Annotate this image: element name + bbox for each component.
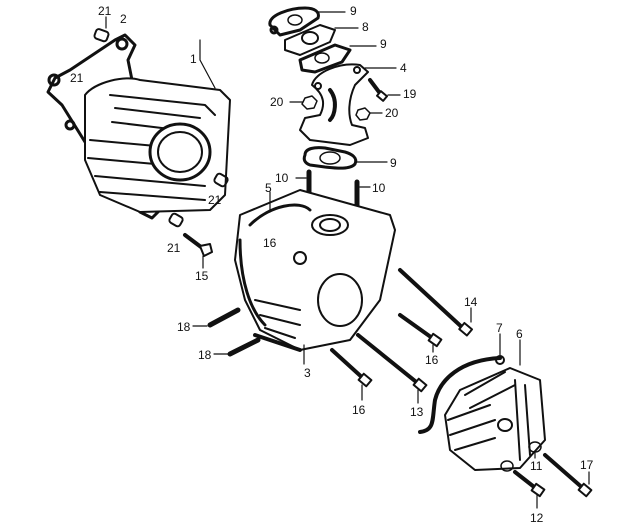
callout-21: 21 — [167, 241, 181, 255]
head-cover-part-6 — [444, 339, 546, 471]
callout-14: 14 — [464, 295, 478, 309]
callout-20: 20 — [385, 106, 399, 120]
intake-manifold-part-4 — [299, 63, 397, 146]
callout-9: 9 — [390, 156, 397, 170]
callout-6: 6 — [516, 327, 523, 341]
callout-2: 2 — [120, 12, 127, 26]
callout-18: 18 — [177, 320, 191, 334]
dowel-pin-part-21-top — [93, 16, 110, 43]
bolt-part-14 — [398, 268, 474, 337]
callout-9: 9 — [350, 4, 357, 18]
bolt-part-17 — [543, 453, 593, 498]
stud-part-18-upper — [192, 307, 241, 328]
bolt-part-12 — [513, 470, 546, 509]
washer-part-11-lower — [500, 460, 514, 472]
callout-18: 18 — [198, 348, 212, 362]
washer-part-11 — [528, 441, 542, 459]
callout-3: 3 — [304, 366, 311, 380]
callout-11: 11 — [530, 459, 543, 473]
bolt-part-16-upper — [398, 313, 443, 353]
callout-9: 9 — [380, 37, 387, 51]
callout-16: 16 — [263, 236, 277, 250]
dowel-pin-part-21-right — [213, 172, 229, 188]
callout-21: 21 — [98, 4, 112, 18]
callout-5: 5 — [265, 181, 272, 195]
callout-10: 10 — [372, 181, 386, 195]
callout-8: 8 — [362, 20, 369, 34]
callout-10: 10 — [275, 171, 289, 185]
callout-16: 16 — [425, 353, 439, 367]
stud-part-18-lower — [213, 337, 261, 357]
callout-21: 21 — [70, 71, 84, 85]
bolt-part-13 — [356, 333, 428, 404]
nut-part-20-left — [289, 95, 318, 110]
nut-part-20-right — [355, 107, 383, 121]
intake-gasket-part-9-lower — [302, 146, 388, 170]
callout-16: 16 — [352, 403, 366, 417]
callout-7: 7 — [496, 321, 503, 335]
cylinder-part-1 — [84, 39, 231, 213]
callout-1: 1 — [190, 52, 197, 66]
callout-13: 13 — [410, 405, 424, 419]
callout-17: 17 — [580, 458, 594, 472]
callout-12: 12 — [530, 511, 544, 525]
bolt-part-15 — [183, 233, 213, 269]
callout-15: 15 — [195, 269, 209, 283]
callout-19: 19 — [403, 87, 417, 101]
intake-gasket-part-9-middle — [298, 43, 377, 74]
bolt-part-16-lower — [330, 348, 373, 401]
intake-gasket-part-9-top — [268, 6, 346, 37]
callout-20: 20 — [270, 95, 284, 109]
insulator-part-8 — [284, 24, 359, 56]
cylinder-head-part-3 — [234, 189, 396, 365]
callout-21: 21 — [208, 193, 222, 207]
bolt-part-19 — [368, 78, 401, 102]
callout-4: 4 — [400, 61, 407, 75]
head-cover-gasket-part-7 — [418, 333, 505, 434]
dowel-pin-part-21-lower — [168, 212, 184, 228]
